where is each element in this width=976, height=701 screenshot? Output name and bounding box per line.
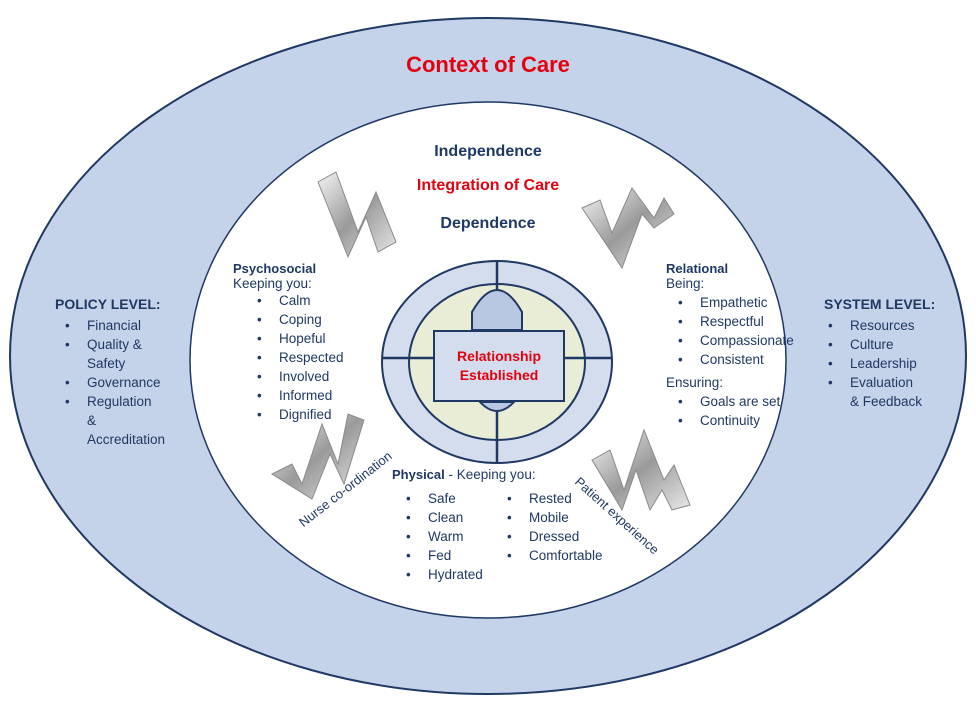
list-item: Rested: [503, 489, 603, 508]
list-item: Informed: [253, 386, 344, 405]
system-heading: SYSTEM LEVEL:: [824, 296, 936, 312]
psychosocial-heading: Psychosocial: [233, 261, 317, 276]
list-item-cont: Safety: [87, 356, 126, 371]
physical-heading: Physical: [392, 467, 445, 482]
relationship-line2: Established: [459, 367, 539, 383]
list-item: Culture: [824, 335, 935, 354]
list-item-cont: &: [87, 413, 97, 428]
list-item: Hydrated: [402, 565, 483, 584]
relationship-box: Relationship Established: [433, 330, 565, 402]
ribbon-arrow-icon: [591, 428, 691, 512]
system-level: SYSTEM LEVEL: Resources Culture Leadersh…: [824, 296, 935, 411]
relational-section: Relational Being: Empathetic Respectful …: [666, 261, 794, 430]
list-item: Comfortable: [503, 546, 603, 565]
list-item: Empathetic: [674, 293, 794, 312]
policy-level: POLICY LEVEL: Financial Quality & Safety…: [55, 296, 165, 449]
list-item: Financial: [61, 316, 165, 335]
physical-list-2: Rested Mobile Dressed Comfortable: [503, 489, 603, 565]
integration-label: Integration of Care: [416, 177, 560, 194]
relational-list-2: Goals are set Continuity: [674, 392, 794, 430]
ribbon-arrow-icon: [317, 171, 397, 259]
list-item: Goals are set: [674, 392, 794, 411]
list-item: Evaluation: [824, 373, 935, 392]
list-item: Mobile: [503, 508, 603, 527]
psychosocial-list: Calm Coping Hopeful Respected Involved I…: [253, 291, 344, 424]
psychosocial-section: Psychosocial Keeping you: Calm Coping Ho…: [233, 261, 344, 424]
ribbon-arrow-icon: [581, 187, 675, 270]
list-item: Respectful: [674, 312, 794, 331]
dependence-label: Dependence: [440, 215, 536, 232]
list-item: Clean: [402, 508, 483, 527]
top-dome: [471, 289, 523, 331]
list-item: Resources: [824, 316, 935, 335]
list-item: Warm: [402, 527, 483, 546]
list-item: Calm: [253, 291, 344, 310]
physical-list-1: Safe Clean Warm Fed Hydrated: [402, 489, 483, 584]
list-item: Dressed: [503, 527, 603, 546]
physical-sub: - Keeping you:: [444, 467, 536, 482]
list-item: Continuity: [674, 411, 794, 430]
independence-label: Independence: [434, 143, 542, 160]
list-item-cont: & Feedback: [850, 394, 923, 409]
list-item: Governance: [61, 373, 165, 392]
list-item: Hopeful: [253, 329, 344, 348]
list-item: Involved: [253, 367, 344, 386]
list-item: Safe: [402, 489, 483, 508]
policy-list: Financial Quality & Safety Governance Re…: [61, 316, 165, 449]
list-item: Respected: [253, 348, 344, 367]
bottom-dome: [477, 401, 517, 412]
list-item: Coping: [253, 310, 344, 329]
relational-sub1: Being:: [666, 276, 705, 291]
context-title: Context of Care: [406, 52, 570, 77]
ribbon-arrow-icon: [270, 413, 365, 500]
relational-list-1: Empathetic Respectful Compassionate Cons…: [674, 293, 794, 369]
list-item: Compassionate: [674, 331, 794, 350]
psychosocial-sub: Keeping you:: [233, 276, 312, 291]
list-item: Safety: [61, 354, 165, 373]
list-item: Regulation: [61, 392, 165, 411]
relational-heading: Relational: [666, 261, 729, 276]
list-item: Fed: [402, 546, 483, 565]
list-item: Dignified: [253, 405, 344, 424]
physical-section: Physical - Keeping you:: [392, 466, 536, 484]
relationship-line1: Relationship: [456, 348, 541, 364]
policy-heading: POLICY LEVEL:: [55, 296, 161, 312]
list-item: Quality &: [61, 335, 165, 354]
list-item: Consistent: [674, 350, 794, 369]
list-item-cont: Accreditation: [87, 432, 166, 447]
list-item: Leadership: [824, 354, 935, 373]
system-list: Resources Culture Leadership Evaluation …: [824, 316, 935, 411]
relational-sub2: Ensuring:: [666, 375, 724, 390]
